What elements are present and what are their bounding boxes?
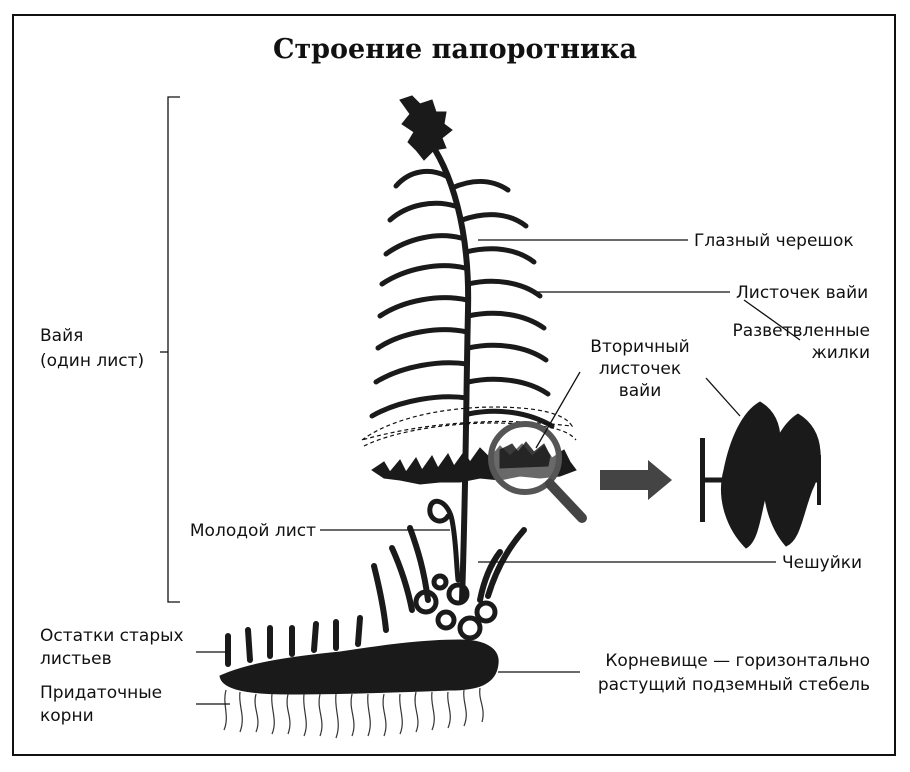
new-shoots (371, 525, 527, 633)
magnifier-handle (545, 479, 587, 523)
leader-razvetvlennye-a (743, 299, 801, 341)
leaflets-left (369, 168, 470, 419)
leaflets-right (449, 179, 555, 429)
label-razvetvlennye-line2: жилки (811, 343, 870, 363)
label-kornevishche-line2: растущий подземный стебель (598, 675, 870, 695)
label-listochek-vayi: Листочек вайи (736, 283, 868, 303)
leader-razvetvlennye-b (705, 377, 741, 417)
label-vaya-line1: Вайя (40, 326, 83, 346)
label-glazny-chereshok: Глазный черешок (694, 231, 854, 251)
label-ostatki-line1: Остатки старых (40, 626, 184, 646)
zoom-arrow (600, 460, 672, 500)
adventitious-roots (223, 687, 484, 739)
frond-tip (399, 95, 453, 161)
young-frond (427, 498, 461, 583)
diagram-title: Строение папоротника (273, 34, 637, 65)
fiddlehead-cluster (413, 573, 498, 641)
magnified-leaflet (499, 441, 551, 469)
frond-bracket (167, 96, 180, 603)
old-leaf-remnants (225, 615, 363, 667)
rhizome (219, 639, 499, 695)
label-cheshuyki: Чешуйки (782, 553, 862, 573)
label-molodoy-list: Молодой лист (190, 521, 316, 541)
label-vtorichny-line2: листочек (599, 359, 681, 379)
highlighted-leaflet-outline (361, 406, 574, 441)
label-ostatki-line2: листьев (40, 649, 112, 669)
label-vtorichny-line1: Вторичный (590, 337, 689, 357)
frond-rachis (422, 132, 472, 603)
highlighted-leaflet-outline-lower (363, 422, 577, 447)
label-kornevishche-line1: Корневище — горизонтально (605, 651, 870, 671)
label-pridatochnye-line2: корни (40, 706, 94, 726)
label-pridatochnye-line1: Придаточные (40, 683, 162, 703)
leader-lines (196, 239, 801, 705)
label-vtorichny-line3: вайи (619, 381, 662, 401)
diagram-frame (12, 14, 896, 756)
leader-vtorichny (535, 371, 581, 449)
label-vaya-line2: (один лист) (40, 351, 144, 371)
enlarged-pinnules (700, 401, 821, 549)
fern-illustration (219, 95, 821, 739)
label-razvetvlennye-line1: Разветвленные (732, 321, 870, 341)
